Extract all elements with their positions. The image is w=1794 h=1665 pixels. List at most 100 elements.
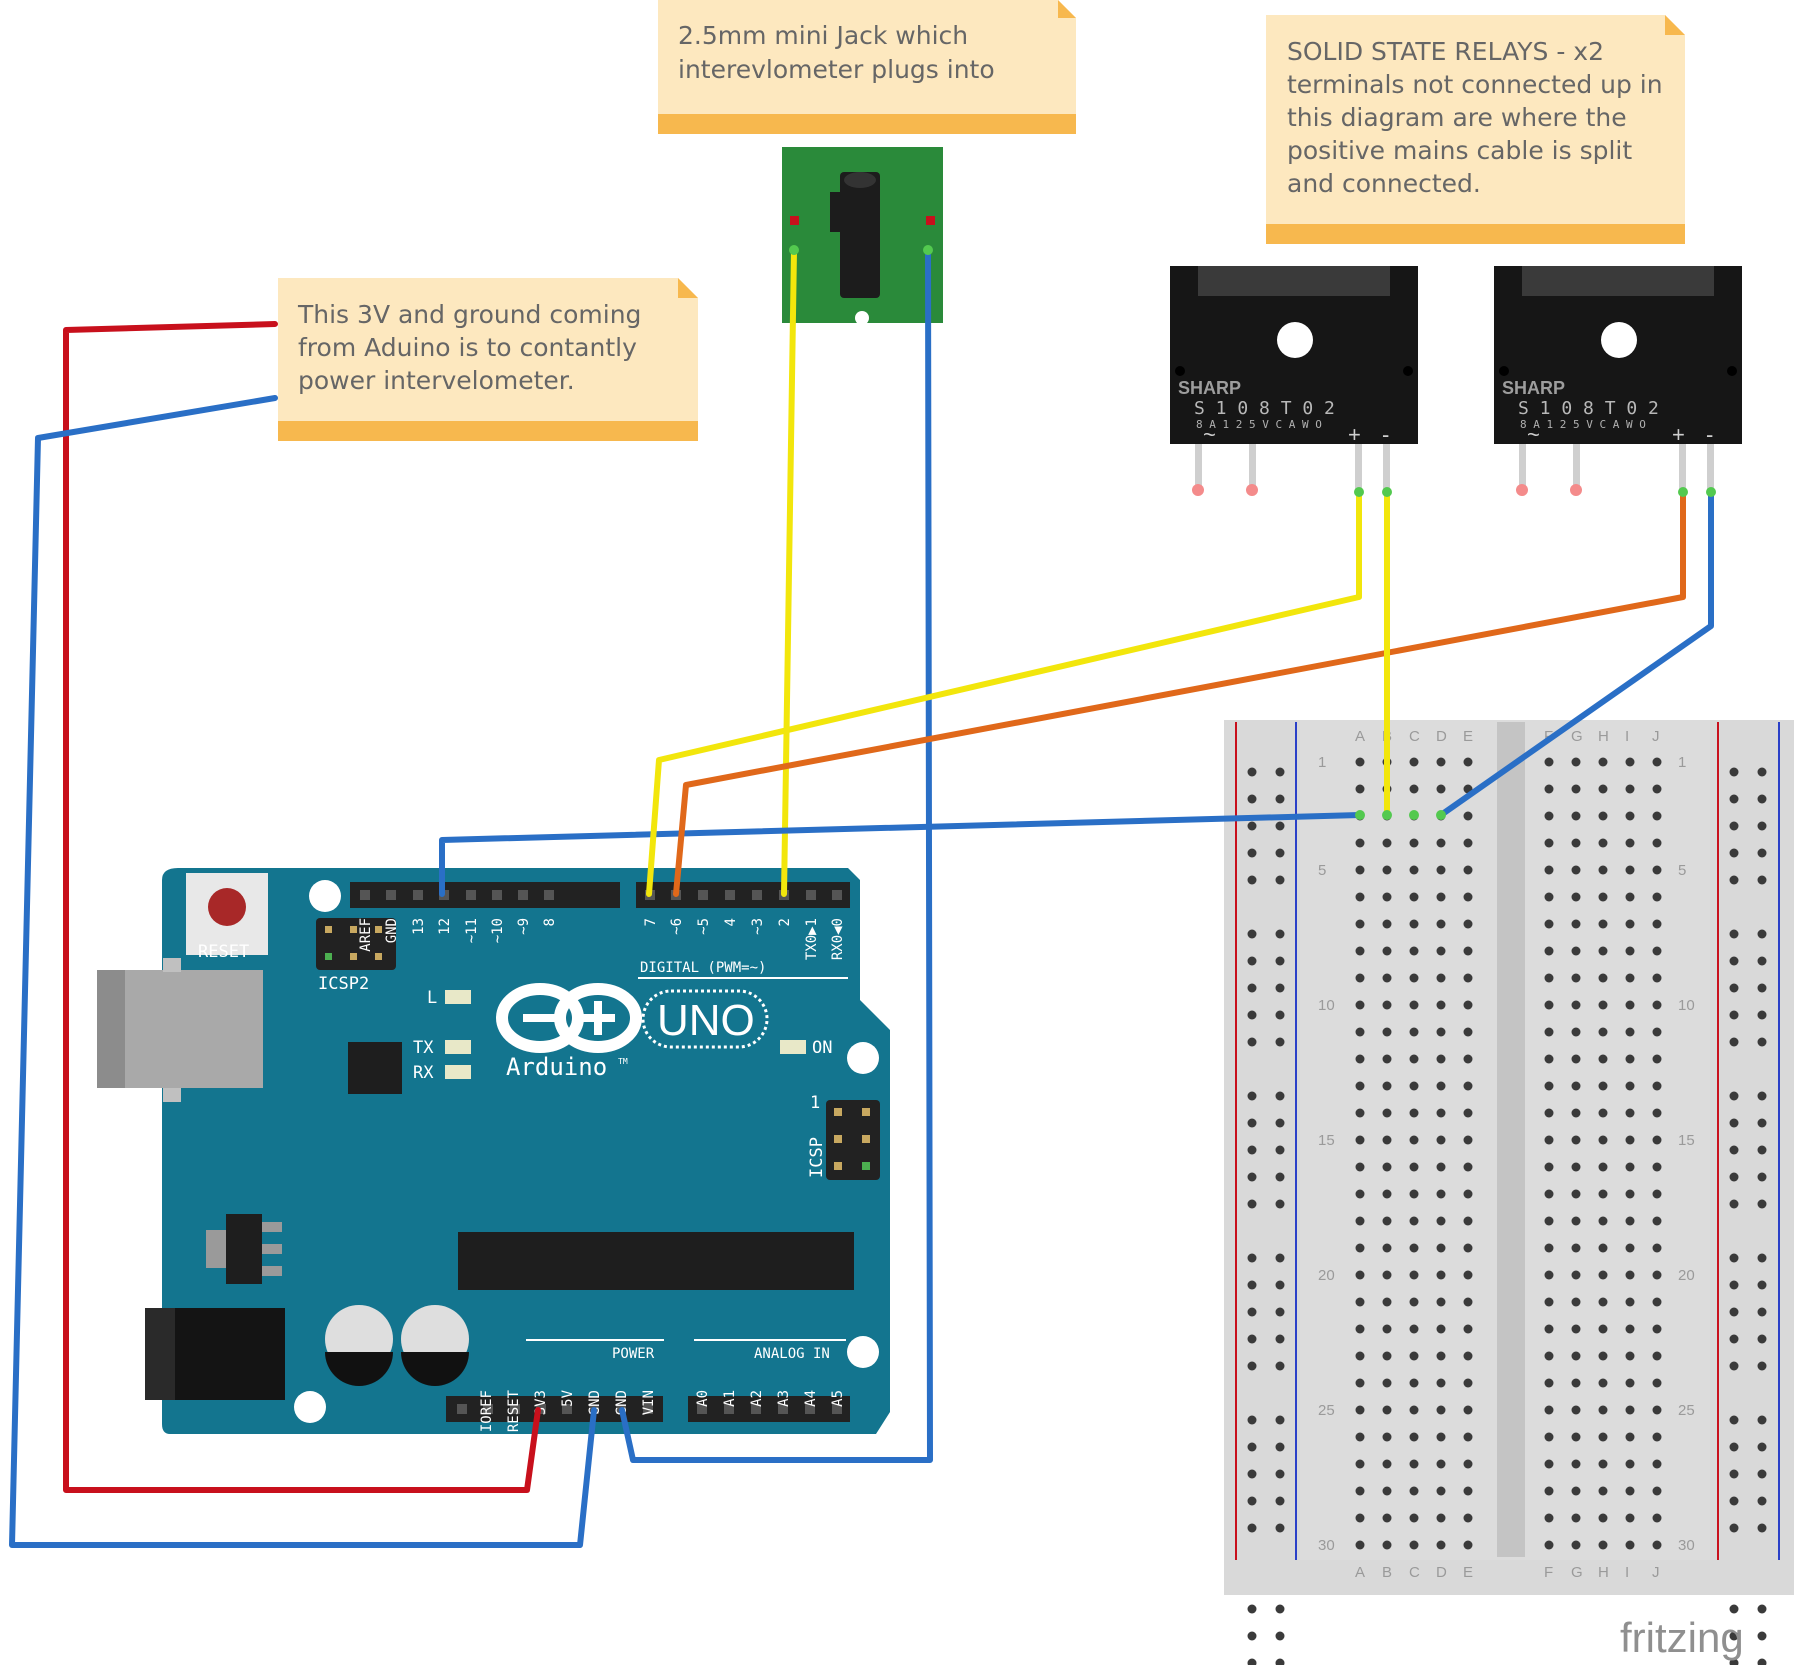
breadboard-hole [1463, 1540, 1473, 1550]
rail-hole [1729, 1037, 1739, 1047]
note-power: This 3V and ground coming from Aduino is… [278, 278, 698, 441]
header-pin [386, 890, 396, 900]
breadboard-hole [1571, 1000, 1581, 1010]
breadboard-hole [1463, 838, 1473, 848]
breadboard-hole [1463, 919, 1473, 929]
breadboard-hole [1598, 811, 1608, 821]
solid-state-relay-1: SHARP S 1 0 8 T 0 2 8 A 1 2 5 V C A W O … [1170, 266, 1418, 496]
header-pin-label: A0 [695, 1390, 711, 1407]
breadboard-hole [1598, 1459, 1608, 1469]
relay-2-plus: + [1672, 422, 1685, 447]
breadboard-hole [1355, 838, 1365, 848]
breadboard-hole [1436, 865, 1446, 875]
breadboard-hole [1355, 1108, 1365, 1118]
breadboard-hole [1544, 838, 1554, 848]
analog-title: ANALOG IN [754, 1346, 830, 1362]
rail-hole [1247, 1280, 1257, 1290]
relay-1-model: S 1 0 8 T 0 2 [1194, 398, 1335, 419]
breadboard-hole [1598, 1432, 1608, 1442]
breadboard-hole [1436, 1243, 1446, 1253]
wires [9, 245, 1716, 1548]
breadboard-hole [1652, 1432, 1662, 1442]
breadboard-hole [1625, 757, 1635, 767]
rail-hole [1247, 821, 1257, 831]
breadboard-hole [1598, 1351, 1608, 1361]
rail-hole [1275, 1172, 1285, 1182]
breadboard-hole [1436, 892, 1446, 902]
rail-hole [1729, 1118, 1739, 1128]
breadboard-hole [1652, 865, 1662, 875]
breadboard-hole [1598, 1216, 1608, 1226]
rail-hole [1247, 767, 1257, 777]
breadboard-hole [1625, 1270, 1635, 1280]
breadboard-hole [1382, 1378, 1392, 1388]
breadboard-hole [1625, 1081, 1635, 1091]
rail-hole [1729, 1658, 1739, 1665]
breadboard-row-label: 15 [1678, 1132, 1695, 1149]
breadboard-col-label: A [1355, 1564, 1365, 1581]
breadboard-col-label: H [1598, 1564, 1609, 1581]
note-relays-line-5: and connected. [1287, 169, 1481, 198]
arduino-uno: RESET ICSP2 L TX RX ON UNO Arduino TM [97, 868, 890, 1434]
breadboard-hole [1382, 1054, 1392, 1064]
rail-hole [1757, 983, 1767, 993]
rail-hole [1757, 1631, 1767, 1641]
breadboard-hole [1355, 1378, 1365, 1388]
breadboard-hole [1382, 1297, 1392, 1307]
rail-hole [1247, 1010, 1257, 1020]
breadboard-hole [1625, 1108, 1635, 1118]
rail-hole [1247, 1469, 1257, 1479]
rail-hole [1247, 794, 1257, 804]
breadboard-hole [1463, 1027, 1473, 1037]
breadboard-hole [1571, 919, 1581, 929]
breadboard-hole [1625, 1054, 1635, 1064]
breadboard-hole [1436, 1459, 1446, 1469]
breadboard-hole [1463, 1324, 1473, 1334]
header-pin [544, 890, 554, 900]
rail-hole [1757, 1118, 1767, 1128]
rail-hole [1757, 794, 1767, 804]
mini-jack-module [782, 147, 943, 325]
arduino-tm: TM [618, 1057, 628, 1066]
breadboard-hole [1355, 973, 1365, 983]
breadboard-hole [1409, 1270, 1419, 1280]
breadboard-hole [1652, 1000, 1662, 1010]
breadboard-hole [1544, 865, 1554, 875]
rail-hole [1275, 1469, 1285, 1479]
led-on-label: ON [812, 1038, 832, 1058]
breadboard-hole [1544, 1243, 1554, 1253]
breadboard-hole [1598, 1297, 1608, 1307]
breadboard-hole [1652, 1054, 1662, 1064]
header-pin [832, 1404, 842, 1414]
rail-hole [1757, 848, 1767, 858]
rail-hole [1757, 821, 1767, 831]
breadboard-hole [1355, 1297, 1365, 1307]
breadboard-col-label: D [1436, 1564, 1447, 1581]
breadboard-hole [1463, 811, 1473, 821]
breadboard-hole [1355, 1000, 1365, 1010]
breadboard-hole [1382, 1027, 1392, 1037]
breadboard-hole [1625, 1189, 1635, 1199]
rail-hole [1247, 983, 1257, 993]
rail-hole [1275, 1523, 1285, 1533]
note-relays-line-1: SOLID STATE RELAYS - x2 [1287, 37, 1604, 66]
note-jack-line-2: interevlometer plugs into [678, 55, 995, 84]
breadboard-hole [1355, 919, 1365, 929]
breadboard-hole [1598, 973, 1608, 983]
breadboard-col-label: B [1382, 1564, 1392, 1581]
breadboard-hole [1544, 1135, 1554, 1145]
rail-hole [1729, 1307, 1739, 1317]
wire-red-3v3 [63, 321, 541, 1493]
breadboard-hole [1409, 1216, 1419, 1226]
rail-hole [1247, 1307, 1257, 1317]
rail-hole [1757, 956, 1767, 966]
breadboard-row-label: 10 [1318, 997, 1335, 1014]
breadboard-hole [1355, 1216, 1365, 1226]
breadboard-col-label: G [1571, 1564, 1583, 1581]
breadboard-hole [1436, 1081, 1446, 1091]
breadboard-hole [1409, 1432, 1419, 1442]
breadboard-hole [1382, 1189, 1392, 1199]
breadboard-col-label: I [1625, 728, 1629, 745]
